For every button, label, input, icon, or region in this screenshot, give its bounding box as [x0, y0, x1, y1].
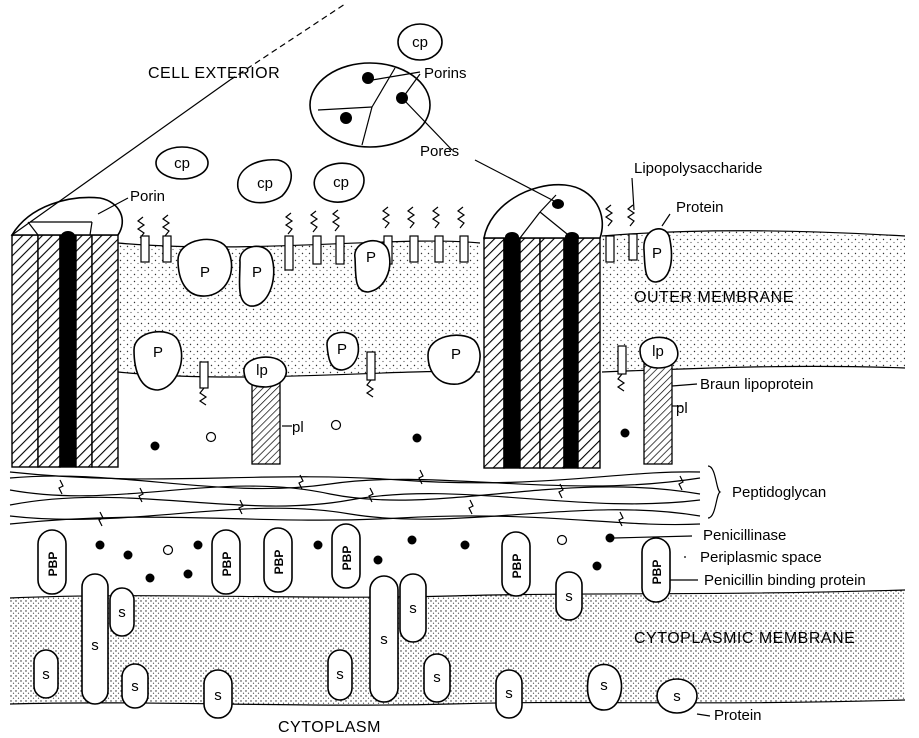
- protein-bottom-label: Protein: [714, 707, 762, 724]
- periplasmic-space-label: Periplasmic space: [700, 549, 822, 566]
- cell-exterior-label: CELL EXTERIOR: [148, 65, 280, 82]
- s-label-10: s: [505, 685, 513, 702]
- protein-p-5: P: [153, 344, 163, 361]
- lipopolysaccharide-label: Lipopolysaccharide: [634, 160, 762, 177]
- protein-p-6: P: [337, 341, 347, 358]
- pbp-label-3: PBP: [340, 546, 354, 571]
- s-label-11: s: [565, 588, 573, 605]
- porins-label: Porins: [424, 65, 467, 82]
- cp-label-2: cp: [174, 155, 190, 172]
- protein-p-4: P: [652, 245, 662, 262]
- pbp-label-1: PBP: [46, 552, 60, 577]
- cp-label-3: cp: [257, 175, 273, 192]
- penicillin-binding-protein-label: Penicillin binding protein: [704, 572, 866, 589]
- pbp-label-2: PBP: [272, 550, 286, 575]
- protein-p-2: P: [252, 264, 262, 281]
- protein-top-label: Protein: [676, 199, 724, 216]
- protein-p-1: P: [200, 264, 210, 281]
- peptidoglycan-link-pl-2: pl: [676, 400, 688, 417]
- lipoprotein-lp-1: lp: [256, 362, 268, 379]
- s-label-8: s: [409, 600, 417, 617]
- cytoplasm-label: CYTOPLASM: [278, 719, 381, 736]
- braun-lipoprotein-label: Braun lipoprotein: [700, 376, 813, 393]
- protein-p-3: P: [366, 249, 376, 266]
- porin-right: [484, 185, 602, 468]
- s-label-7: s: [380, 631, 388, 648]
- s-label-2: s: [118, 604, 126, 621]
- s-label-3: s: [42, 666, 50, 683]
- cp-label-1: cp: [412, 34, 428, 51]
- s-label-5: s: [214, 687, 222, 704]
- cytoplasmic-membrane-label: CYTOPLASMIC MEMBRANE: [634, 630, 855, 647]
- s-label-12: s: [600, 677, 608, 694]
- peptidoglycan-label: Peptidoglycan: [732, 484, 826, 501]
- s-label-6: s: [336, 666, 344, 683]
- peptidoglycan-layer: [10, 469, 700, 528]
- porin-top-view: [310, 63, 430, 147]
- s-label-4: s: [131, 678, 139, 695]
- s-label-9: s: [433, 669, 441, 686]
- pbp-label-5: PBP: [510, 554, 524, 579]
- peptidoglycan-link-pl-1: pl: [292, 419, 304, 436]
- penicillinase-label: Penicillinase: [703, 527, 786, 544]
- pbp-label-6: PBP: [650, 560, 664, 585]
- s-label-13: s: [673, 688, 681, 705]
- lipoprotein-lp-2: lp: [652, 343, 664, 360]
- s-label-1: s: [91, 637, 99, 654]
- outer-membrane-label: OUTER MEMBRANE: [634, 289, 794, 306]
- porin-label: Porin: [130, 188, 165, 205]
- cp-label-4: cp: [333, 174, 349, 191]
- protein-p-7: P: [451, 346, 461, 363]
- pbp-label-4: PBP: [220, 552, 234, 577]
- pores-label: Pores: [420, 143, 459, 160]
- porin-left: [12, 197, 122, 467]
